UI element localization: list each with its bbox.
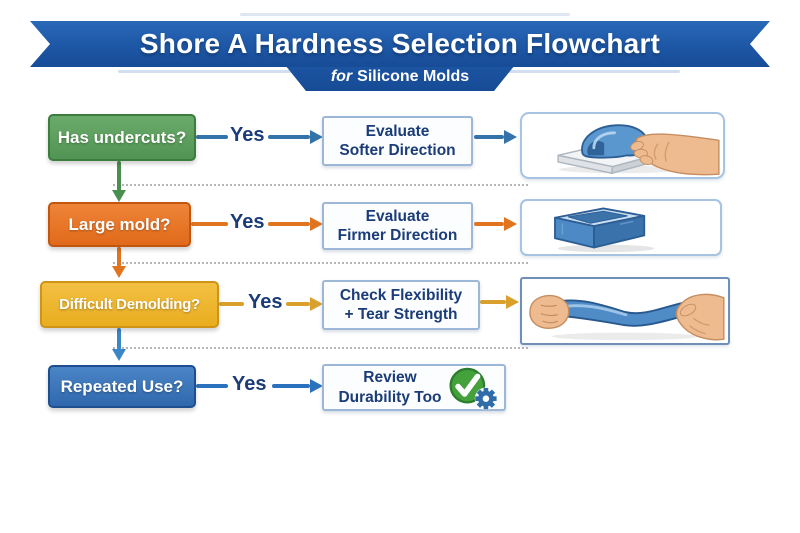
- arrow-right-icon: [504, 217, 517, 231]
- question-label: Repeated Use?: [60, 376, 184, 396]
- outcome-text: Review Durability Too: [338, 368, 441, 407]
- hand-pressing-soft-mold-image: [557, 124, 720, 176]
- branch-line-down: [117, 247, 121, 267]
- page-title: Shore A Hardness Selection Flowchart: [139, 28, 661, 59]
- outcome-line1: Evaluate: [365, 207, 430, 225]
- branch-line-down: [117, 328, 121, 350]
- arrow-right-icon: [504, 130, 517, 144]
- illustration-frame-rigid-mold: [520, 199, 722, 256]
- subtitle-prefix: for: [330, 68, 353, 85]
- arrow-line: [286, 302, 310, 306]
- outcome-line2: Firmer Direction: [337, 227, 458, 244]
- row-separator-1: [113, 184, 528, 186]
- question-box-repeated-use: Repeated Use?: [48, 365, 196, 408]
- rigid-mold-block-image: [554, 207, 655, 253]
- outcome-box-durability: Review Durability Too: [322, 364, 506, 411]
- outcome-line1: Evaluate: [365, 122, 430, 140]
- arrow-right-icon: [506, 295, 519, 309]
- illustration-frame-stretching: [520, 277, 730, 345]
- outcome-line2: Softer Direction: [339, 142, 456, 159]
- arrow-down-icon: [112, 266, 126, 278]
- question-box-has-undercuts: Has undercuts?: [48, 114, 196, 161]
- arrow-line: [474, 222, 504, 226]
- outcome-line2: + Tear Strength: [344, 306, 458, 323]
- arrow-line: [268, 222, 310, 226]
- outcome-box-softer: Evaluate Softer Direction: [322, 116, 473, 166]
- outcome-box-flexibility: Check Flexibility + Tear Strength: [322, 280, 480, 330]
- decor-streak-top: [240, 13, 570, 16]
- yes-label: Yes: [230, 211, 265, 233]
- row-separator-3: [113, 347, 528, 349]
- connector-line: [196, 135, 228, 139]
- row-separator-2: [113, 262, 528, 264]
- yes-label: Yes: [248, 291, 283, 313]
- question-label: Has undercuts?: [57, 127, 187, 147]
- question-box-large-mold: Large mold?: [48, 202, 191, 247]
- arrow-right-icon: [310, 130, 323, 144]
- arrow-line: [268, 135, 310, 139]
- question-box-difficult-demolding: Difficult Demolding?: [40, 281, 219, 328]
- outcome-line2: Durability Too: [338, 388, 442, 406]
- branch-line-down: [117, 161, 121, 191]
- decor-streak-right: [505, 70, 680, 73]
- arrow-line: [272, 384, 310, 388]
- connector-line: [219, 302, 244, 306]
- title-ribbon: Shore A Hardness Selection Flowchart: [30, 21, 770, 67]
- subtitle-main: Silicone Molds: [357, 68, 470, 85]
- illustration-frame-soft-mold: [520, 112, 725, 179]
- question-label: Large mold?: [68, 214, 171, 234]
- question-label: Difficult Demolding?: [59, 296, 200, 313]
- connector-line: [196, 384, 228, 388]
- check-gear-icon: [448, 367, 497, 410]
- hands-stretching-silicone-image: [529, 293, 725, 341]
- decor-streak-left: [118, 70, 298, 73]
- yes-label: Yes: [232, 373, 267, 395]
- outcome-line1: Check Flexibility: [339, 286, 463, 304]
- arrow-right-icon: [310, 297, 323, 311]
- arrow-down-icon: [112, 190, 126, 202]
- outcome-line1: Review: [363, 369, 417, 387]
- arrow-line: [474, 135, 504, 139]
- outcome-box-firmer: Evaluate Firmer Direction: [322, 202, 473, 250]
- arrow-line: [480, 300, 506, 304]
- yes-label: Yes: [230, 124, 265, 146]
- arrow-down-icon: [112, 349, 126, 361]
- connector-line: [191, 222, 228, 226]
- arrow-right-icon: [310, 379, 323, 393]
- arrow-right-icon: [310, 217, 323, 231]
